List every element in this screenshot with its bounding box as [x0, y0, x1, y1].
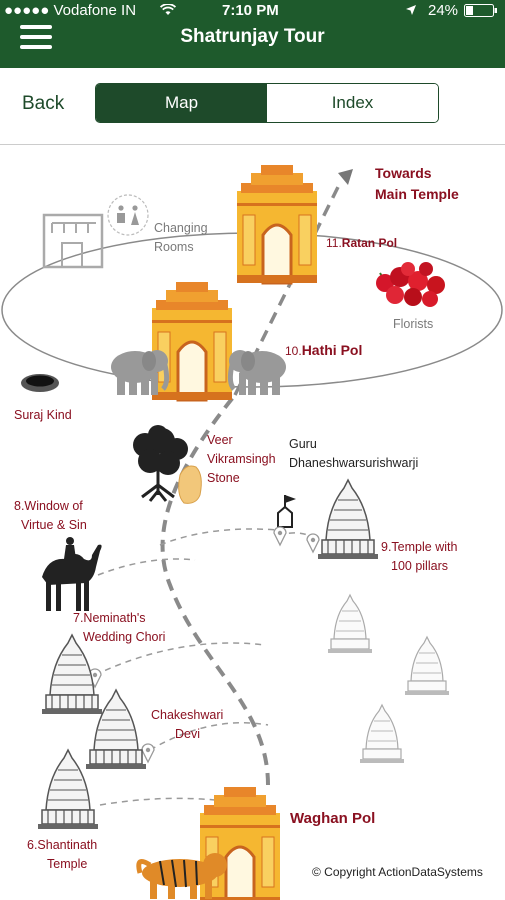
battery-icon	[464, 4, 497, 17]
ratan-pol-gate	[235, 163, 319, 285]
ratan-pol-label: 11.Ratan Pol	[326, 236, 398, 250]
back-button[interactable]: Back	[22, 93, 65, 114]
suraj-kind-label: Suraj Kind	[14, 408, 72, 422]
faint-temple-icon	[327, 594, 373, 654]
towards-arrow-icon	[338, 169, 353, 185]
copyright-text: © Copyright ActionDataSystems	[312, 865, 483, 879]
location-arrow-icon	[406, 5, 416, 15]
wifi-icon	[160, 4, 176, 15]
tab-index[interactable]: Index	[267, 84, 438, 122]
faint-temple-icon	[359, 704, 405, 764]
hathi-pol-label: 10.Hathi Pol	[285, 342, 363, 358]
map-drawing	[1, 163, 503, 900]
carrier-text: ●●●●● Vodafone IN	[4, 2, 137, 19]
segmented-control: Map Index	[95, 83, 439, 123]
navigation-bar: Shatrunjay Tour	[0, 20, 505, 68]
hamburger-menu-icon[interactable]	[20, 25, 52, 51]
tab-map[interactable]: Map	[96, 84, 267, 122]
tree-icon	[133, 425, 188, 502]
florists-label: Florists	[393, 317, 434, 331]
guru-shrine-flag-icon	[277, 495, 296, 528]
shantinath-temple-icon	[37, 749, 99, 830]
camel-rider-icon	[42, 537, 102, 611]
suraj-kind-pond-icon	[21, 374, 59, 392]
battery-percent: 24%	[428, 2, 459, 19]
florist-roses-icon	[376, 262, 445, 307]
status-bar: ●●●●● Vodafone IN 7:10 PM 24%	[0, 0, 505, 20]
faint-temple-icon	[404, 636, 450, 696]
main-path-line	[160, 393, 270, 786]
clock-text: 7:10 PM	[222, 2, 279, 19]
page-title: Shatrunjay Tour	[180, 26, 325, 47]
waghan-pol-label: Waghan Pol	[290, 810, 376, 827]
changing-rooms-icon	[42, 194, 149, 269]
map-pin-icon[interactable]	[306, 521, 320, 553]
toolbar: Back Map Index	[0, 68, 505, 145]
tiger-icon	[136, 853, 227, 899]
veer-stone-icon	[178, 465, 202, 504]
temple-100-pillars-icon	[317, 479, 379, 560]
